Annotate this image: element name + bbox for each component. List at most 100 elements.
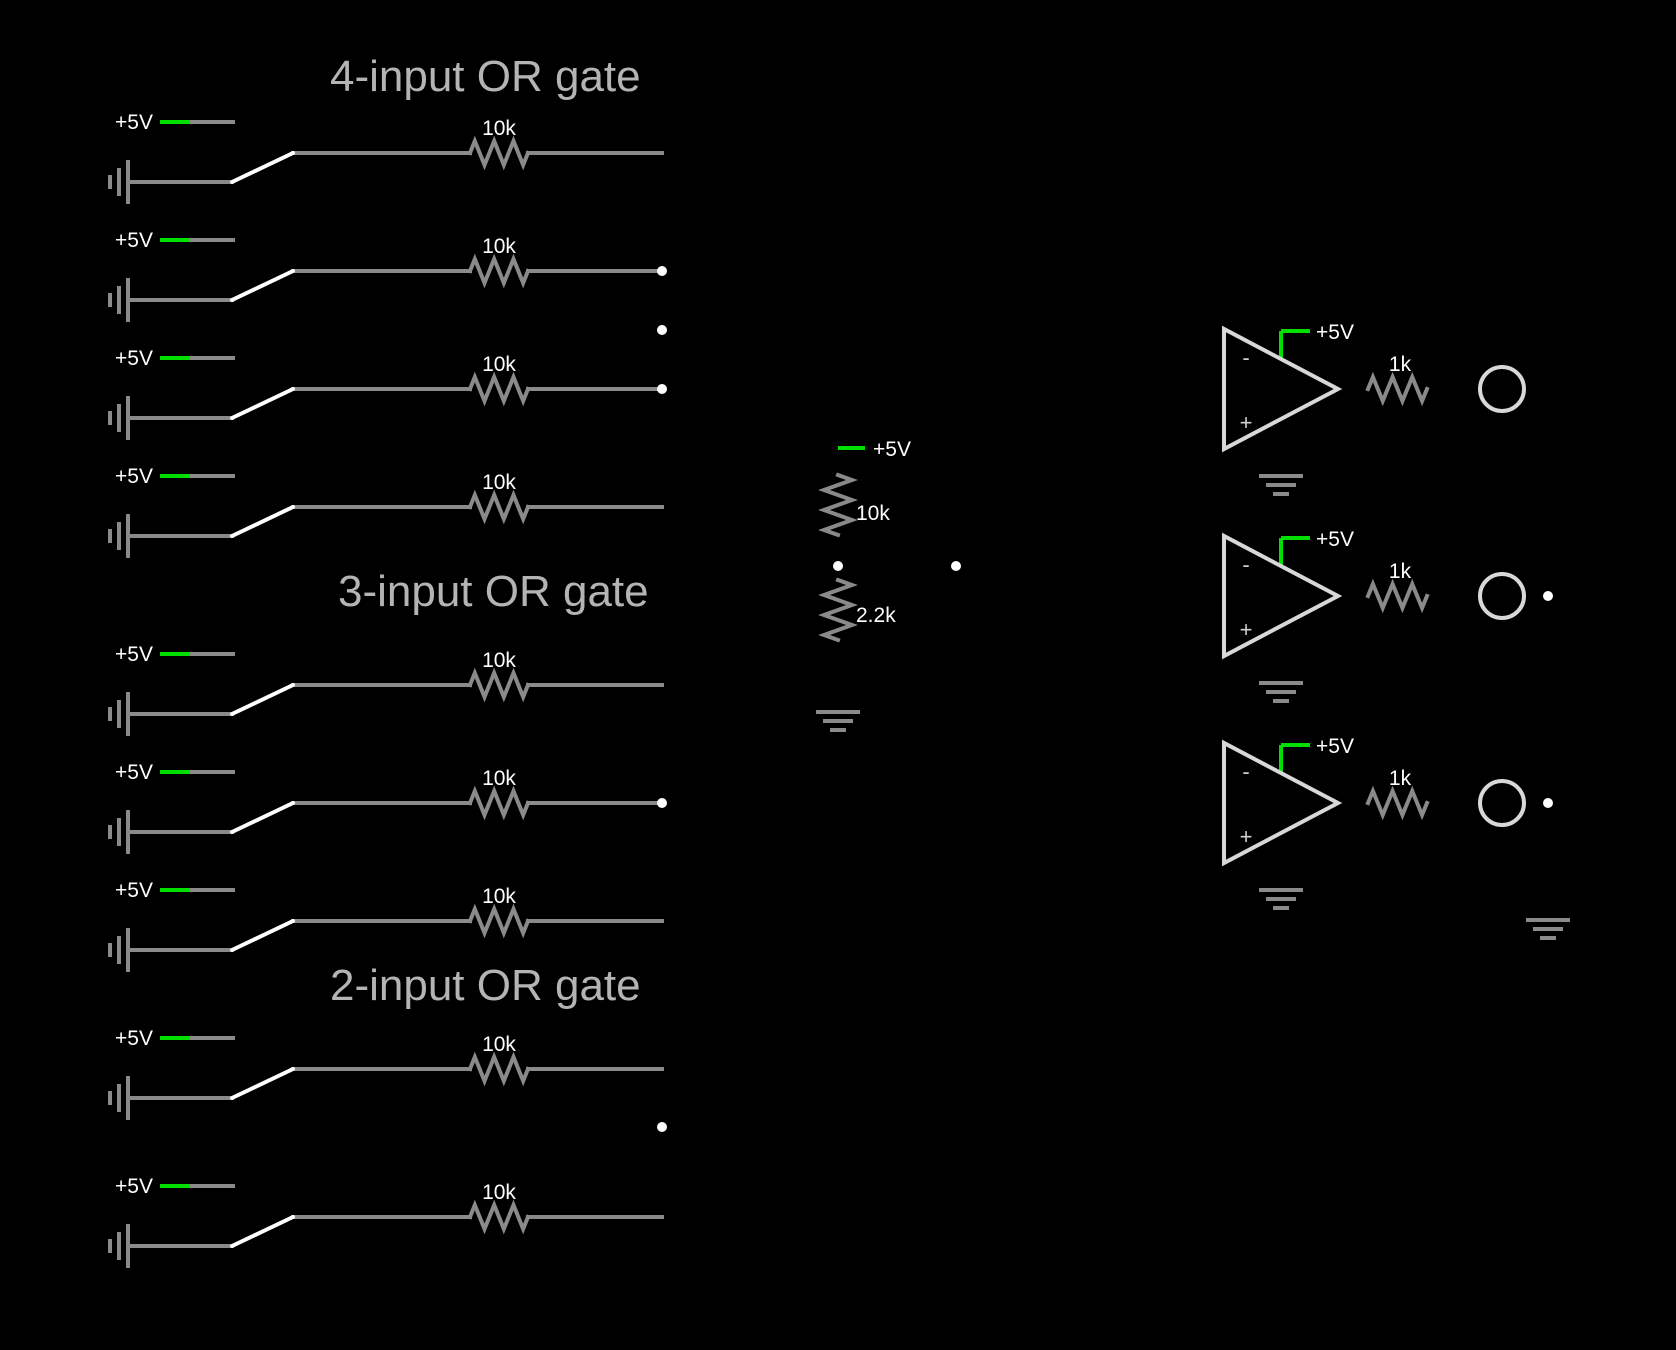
junction-dot <box>1543 591 1553 601</box>
resistor-zigzag <box>467 785 531 821</box>
supply-label: +5V <box>115 879 153 902</box>
switch-icon <box>230 387 295 420</box>
divider-top-resistor-label: 10k <box>856 502 890 525</box>
junction-dot <box>951 561 961 571</box>
op-amp-icon <box>1222 532 1343 660</box>
title-4-input-or-gate: 4-input OR gate <box>330 52 641 101</box>
resistor-icon <box>818 472 858 538</box>
junction-dot <box>657 1122 667 1132</box>
inverting-input-label: - <box>1242 552 1249 577</box>
output-resistor-label: 1k <box>1389 560 1412 583</box>
resistor-icon <box>467 667 531 703</box>
lamp-icon <box>1478 572 1526 620</box>
battery-icon <box>108 810 130 854</box>
ground-icon <box>1526 918 1570 940</box>
battery-icon <box>108 160 130 204</box>
ground-icon <box>1259 474 1303 496</box>
op-amp-body <box>1222 739 1343 867</box>
battery-icon <box>108 514 130 558</box>
switch-icon <box>230 269 295 302</box>
non-inverting-input-label: + <box>1240 824 1253 849</box>
op-amp-body <box>1222 532 1343 660</box>
inverting-input-label: - <box>1242 345 1249 370</box>
input-resistor-label: 10k <box>482 885 516 908</box>
lamp-icon <box>1478 365 1526 413</box>
input-resistor-label: 10k <box>482 767 516 790</box>
junction-dot <box>833 561 843 571</box>
junction-dot <box>1543 798 1553 808</box>
battery-icon <box>108 928 130 972</box>
resistor-zigzag <box>467 1051 531 1087</box>
supply-label: +5V <box>115 347 153 370</box>
supply-label: +5V <box>115 111 153 134</box>
resistor-icon <box>1365 578 1430 614</box>
supply-label: +5V <box>115 465 153 488</box>
op-amp-supply-label: +5V <box>1316 321 1354 344</box>
ground-icon <box>1259 681 1303 703</box>
resistor-zigzag <box>467 903 531 939</box>
resistor-zigzag <box>467 1199 531 1235</box>
inverting-input-label: - <box>1242 759 1249 784</box>
resistor-zigzag <box>467 135 531 171</box>
input-resistor-label: 10k <box>482 1181 516 1204</box>
resistor-icon <box>467 253 531 289</box>
switch-icon <box>230 1215 295 1248</box>
battery-icon <box>108 1076 130 1120</box>
switch-icon <box>230 151 295 184</box>
op-amp-supply-label: +5V <box>1316 735 1354 758</box>
wire <box>662 833 1224 1127</box>
supply-label: +5V <box>115 761 153 784</box>
switch-icon <box>230 919 295 952</box>
resistor-icon <box>467 1199 531 1235</box>
op-amp-supply-label: +5V <box>1316 528 1354 551</box>
input-resistor-label: 10k <box>482 1033 516 1056</box>
resistor-zigzag <box>1365 371 1430 407</box>
junction-dot <box>657 266 667 276</box>
components <box>108 135 1570 1268</box>
resistor-icon <box>1365 371 1430 407</box>
resistor-zigzag <box>467 489 531 525</box>
resistor-icon <box>467 785 531 821</box>
resistor-zigzag <box>1365 785 1430 821</box>
title-2-input-or-gate: 2-input OR gate <box>330 961 641 1010</box>
lamp-icon <box>1478 779 1526 827</box>
title-3-input-or-gate: 3-input OR gate <box>338 567 649 616</box>
divider-bottom-resistor-label: 2.2k <box>856 604 896 627</box>
resistor-icon <box>467 135 531 171</box>
supply-label: +5V <box>115 229 153 252</box>
op-amp-icon <box>1222 325 1343 453</box>
input-resistor-label: 10k <box>482 353 516 376</box>
resistor-zigzag <box>467 371 531 407</box>
battery-icon <box>108 1224 130 1268</box>
output-resistor-label: 1k <box>1389 353 1412 376</box>
battery-icon <box>108 692 130 736</box>
switch-icon <box>230 683 295 716</box>
switch-icon <box>230 505 295 538</box>
resistor-icon <box>467 903 531 939</box>
ground-icon <box>1259 888 1303 910</box>
non-inverting-input-label: + <box>1240 617 1253 642</box>
output-resistor-label: 1k <box>1389 767 1412 790</box>
component-labels: +5V 10k +5V 10k +5V 10k +5V 10k +5V 10k +5V 10k +5V 1… <box>115 111 1412 1204</box>
resistor-zigzag <box>818 577 858 643</box>
wire <box>662 626 1224 803</box>
junction-dot <box>657 384 667 394</box>
resistor-icon <box>818 577 858 643</box>
resistor-icon <box>1365 785 1430 821</box>
ground-icon <box>816 710 860 732</box>
resistor-zigzag <box>467 253 531 289</box>
op-amp-body <box>1222 325 1343 453</box>
input-resistor-label: 10k <box>482 471 516 494</box>
wire <box>662 330 1224 419</box>
junction-dot <box>657 798 667 808</box>
wires <box>126 120 1310 1248</box>
switch-icon <box>230 801 295 834</box>
non-inverting-input-label: + <box>1240 410 1253 435</box>
divider-supply-label: +5V <box>873 438 911 461</box>
battery-icon <box>108 396 130 440</box>
input-resistor-label: 10k <box>482 235 516 258</box>
resistor-icon <box>467 371 531 407</box>
supply-label: +5V <box>115 1175 153 1198</box>
battery-icon <box>108 278 130 322</box>
